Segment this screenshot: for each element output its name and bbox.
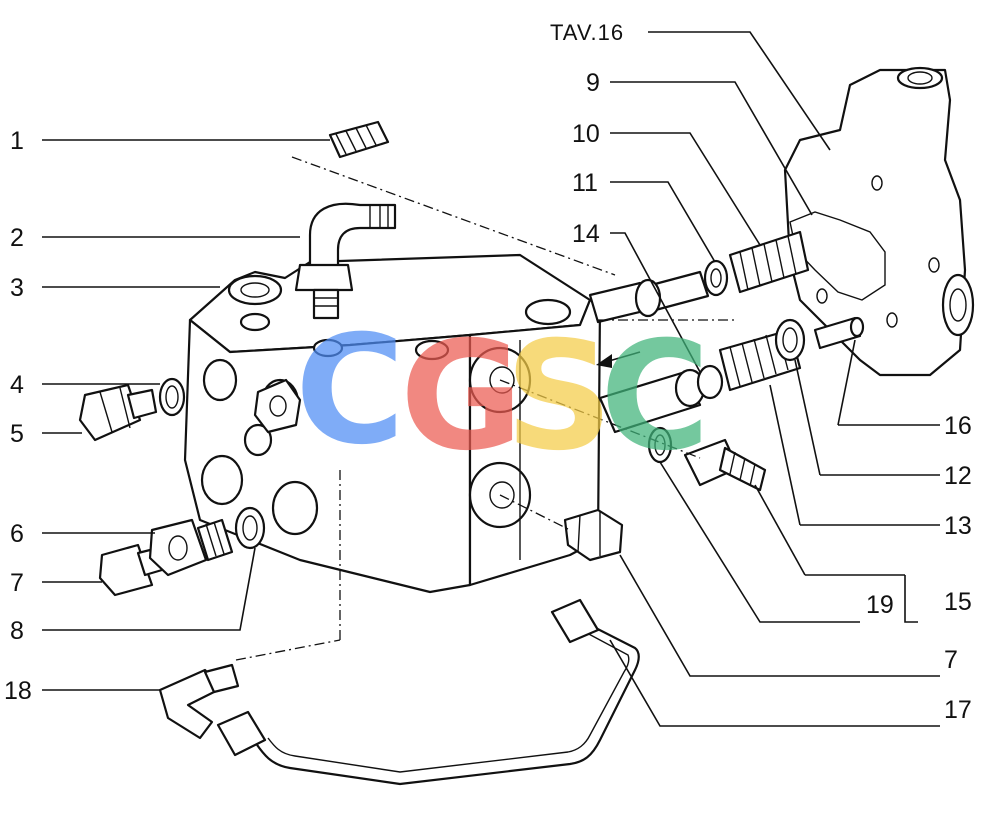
callout-5: 5	[10, 420, 24, 448]
seal-ring-part-12	[774, 318, 806, 362]
callout-6: 6	[10, 520, 24, 548]
watermark-letter-c2: C	[600, 310, 710, 484]
callout-10: 10	[572, 120, 600, 148]
pipe-part-17	[216, 598, 640, 786]
assembly-axis-lines	[235, 156, 735, 661]
callout-labels: TAV.16 1 2 3 4 5 6 7 8 18 9 10 11 14 16 …	[4, 20, 972, 724]
callout-17: 17	[944, 696, 972, 724]
callout-9: 9	[586, 69, 600, 97]
valve-body	[183, 253, 602, 594]
callout-4: 4	[10, 371, 24, 399]
callout-18: 18	[4, 677, 32, 705]
callout-8: 8	[10, 617, 24, 645]
callout-1: 1	[10, 127, 24, 155]
plug-part-7-left	[98, 543, 164, 597]
callout-7-left: 7	[10, 569, 24, 597]
piston-part-11	[588, 270, 710, 324]
fitting-part-15	[683, 438, 767, 492]
leader-lines	[42, 31, 940, 727]
hex-nut-front	[253, 378, 302, 434]
watermark-letter-g: G	[400, 310, 523, 484]
watermark-logo: C G S C	[295, 304, 710, 484]
callout-16: 16	[944, 412, 972, 440]
callout-7-right: 7	[944, 646, 958, 674]
reference-label: TAV.16	[550, 20, 624, 45]
watermark-letter-s: S	[505, 310, 613, 484]
callout-15: 15	[944, 588, 972, 616]
callout-12: 12	[944, 462, 972, 490]
callout-11: 11	[572, 169, 598, 197]
elbow-fitting-part-2	[294, 202, 397, 320]
cover-plate-tav16	[783, 66, 975, 377]
spring-part-1	[328, 120, 390, 159]
callout-19: 19	[866, 591, 894, 619]
washer-part-11	[703, 259, 729, 297]
callout-13: 13	[944, 512, 972, 540]
pin-part-16	[813, 316, 865, 350]
spring-part-10	[728, 230, 810, 294]
washer-part-4	[158, 377, 186, 417]
watermark-letter-c1: C	[295, 304, 405, 478]
callout-14: 14	[572, 220, 600, 248]
piston-part-14	[598, 364, 724, 434]
elbow-part-18	[158, 663, 240, 740]
gasket-part-9	[789, 211, 886, 301]
callout-2: 2	[10, 224, 24, 252]
washer-part-8	[234, 506, 266, 550]
direction-arrow-icon	[596, 351, 641, 368]
plug-part-5	[78, 383, 158, 442]
callout-3: 3	[10, 274, 24, 302]
union-part-6	[148, 518, 234, 577]
plug-part-7-right	[563, 508, 624, 562]
